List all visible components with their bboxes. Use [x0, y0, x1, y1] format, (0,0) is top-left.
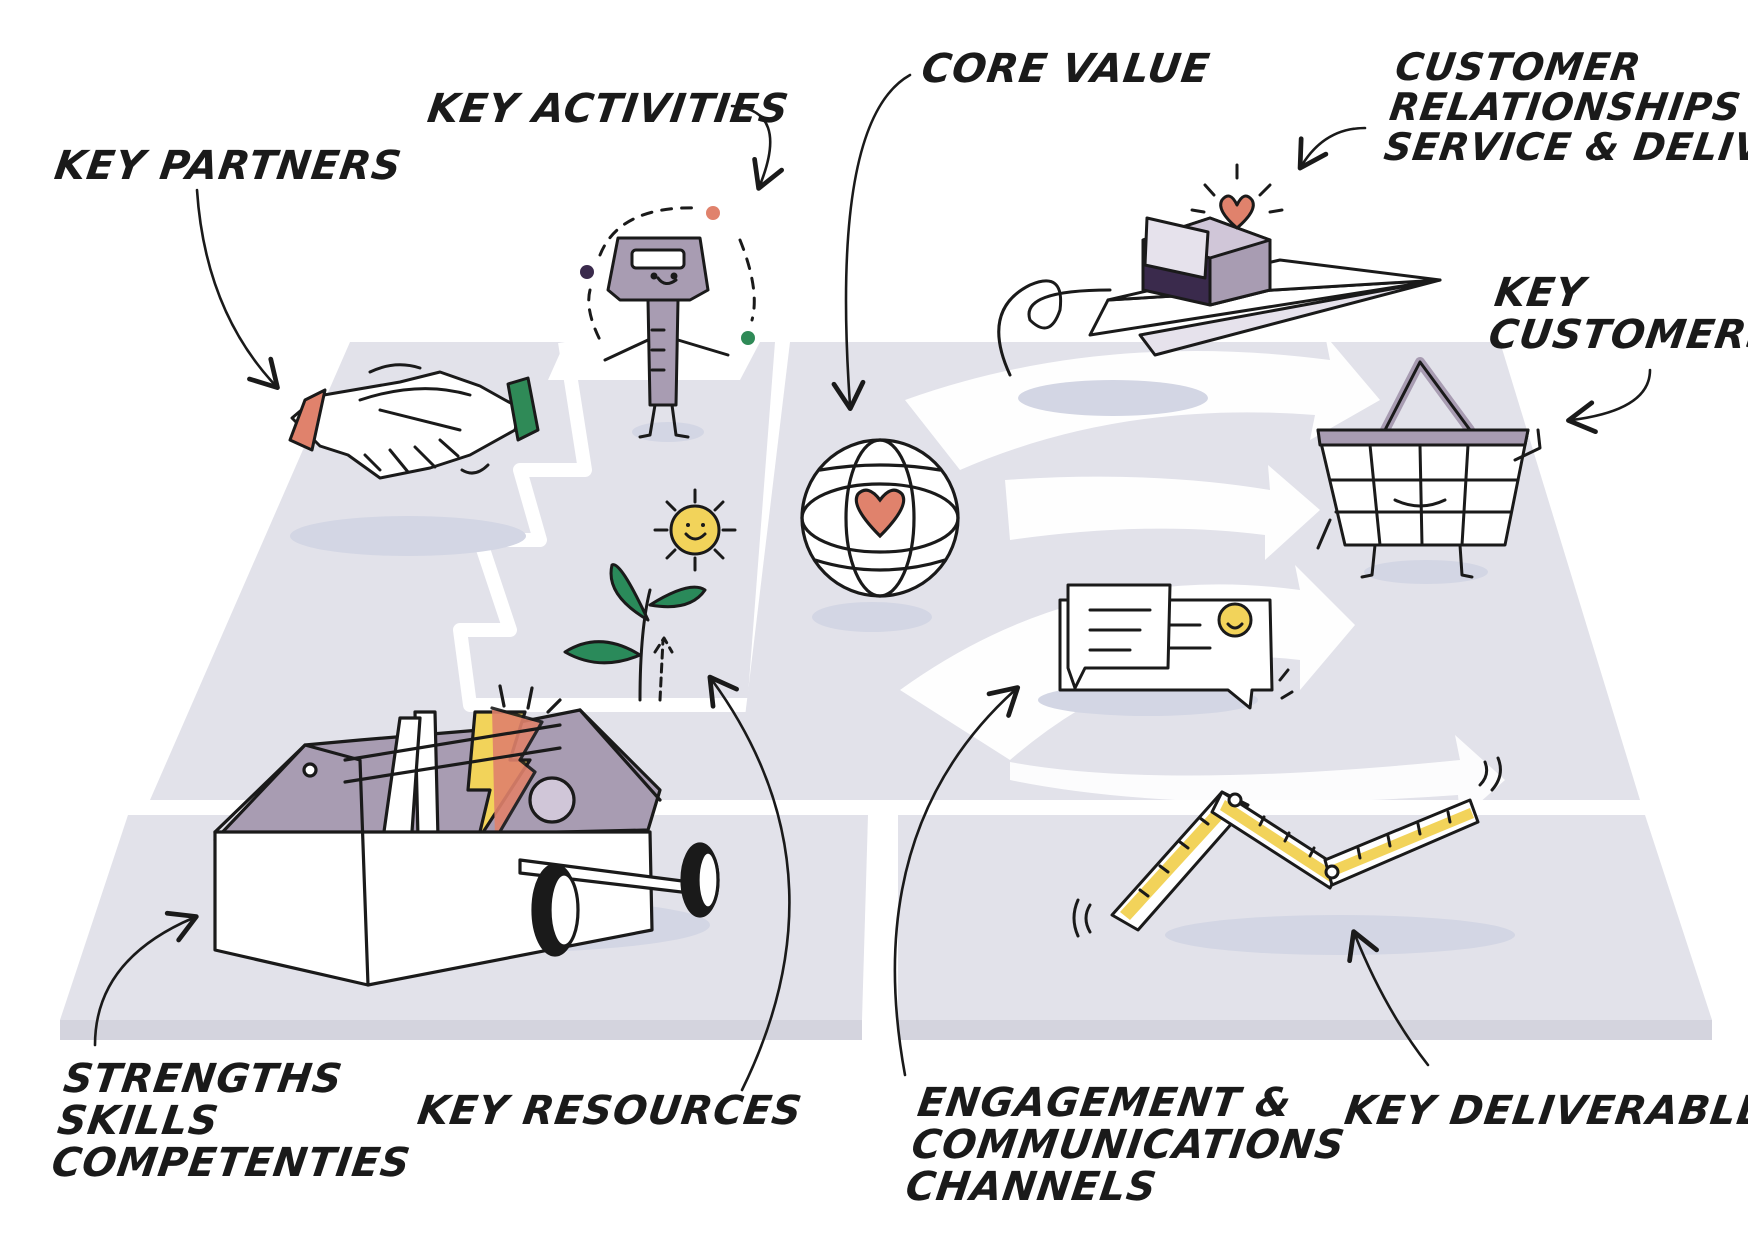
globe-heart-icon [800, 438, 960, 598]
globe-shadow [812, 602, 932, 632]
shopping-basket-icon [1316, 357, 1542, 579]
label-arrows [93, 73, 1652, 1092]
board-bottom-right-side [898, 1020, 1712, 1040]
arrow-key-deliverables [1347, 929, 1430, 1067]
arrow-engagement [893, 685, 1021, 1077]
chat-bubbles-icon [1058, 583, 1294, 710]
label-key-deliverables: KEY DELIVERABLES [1341, 1088, 1748, 1134]
label-strengths-line3: COMPETENTIES [48, 1140, 414, 1186]
handshake-icon [288, 363, 540, 480]
arrow-key-activities [730, 104, 784, 191]
label-customer-relationships-line2: RELATIONSHIPS [1387, 84, 1745, 129]
label-key-customers-line2: CUSTOMERS [1485, 312, 1748, 358]
label-strengths-line2: SKILLS [54, 1098, 222, 1144]
label-key-activities: KEY ACTIVITIES [424, 86, 792, 132]
key-character-icon [580, 206, 756, 439]
handshake-shadow [290, 516, 526, 556]
label-core-value: CORE VALUE [918, 46, 1213, 92]
label-engagement-line1: ENGAGEMENT & [914, 1080, 1295, 1126]
label-key-customers-line1: KEY [1491, 270, 1589, 316]
board-bottom-left-side [60, 1020, 862, 1040]
chat-shadow [1038, 684, 1258, 716]
label-customer-relationships-line1: CUSTOMER [1392, 45, 1645, 89]
key-shadow [632, 422, 704, 442]
ruler-shadow [1165, 915, 1515, 955]
plane-shadow [1018, 380, 1208, 416]
arrow-key-partners [195, 188, 280, 391]
arrow-strengths [93, 910, 199, 1047]
flow-arrow-middle [1005, 465, 1320, 560]
sprout-icon [563, 563, 707, 702]
arrow-key-customers [1566, 368, 1652, 435]
basket-shadow [1364, 560, 1488, 584]
gift-box-icon [1141, 163, 1284, 307]
label-key-customers: KEY CUSTOMERS [1485, 270, 1748, 358]
label-strengths-line1: STRENGTHS [60, 1056, 346, 1102]
label-customer-relationships: CUSTOMER RELATIONSHIPS SERVICE & DELIVER… [1381, 45, 1748, 169]
folding-ruler-icon [1072, 756, 1502, 938]
arrow-core-value [831, 73, 912, 411]
board-left-panel [150, 342, 775, 800]
flow-arrow-bottom-2 [1010, 735, 1505, 820]
arrow-key-resources [707, 674, 791, 1092]
label-strengths: STRENGTHS SKILLS COMPETENTIES [48, 1056, 425, 1186]
arrow-customer-relationships [1297, 126, 1367, 171]
label-key-partners: KEY PARTNERS [51, 143, 405, 189]
label-customer-relationships-line3: SERVICE & DELIVERY [1381, 124, 1748, 169]
label-engagement: ENGAGEMENT & COMMUNICATIONS CHANNELS [902, 1080, 1353, 1210]
label-engagement-line2: COMMUNICATIONS [908, 1122, 1348, 1168]
label-key-resources: KEY RESOURCES [414, 1088, 806, 1134]
label-engagement-line3: CHANNELS [902, 1164, 1160, 1210]
toolbox-icon [213, 684, 720, 987]
sun-icon [653, 488, 737, 572]
